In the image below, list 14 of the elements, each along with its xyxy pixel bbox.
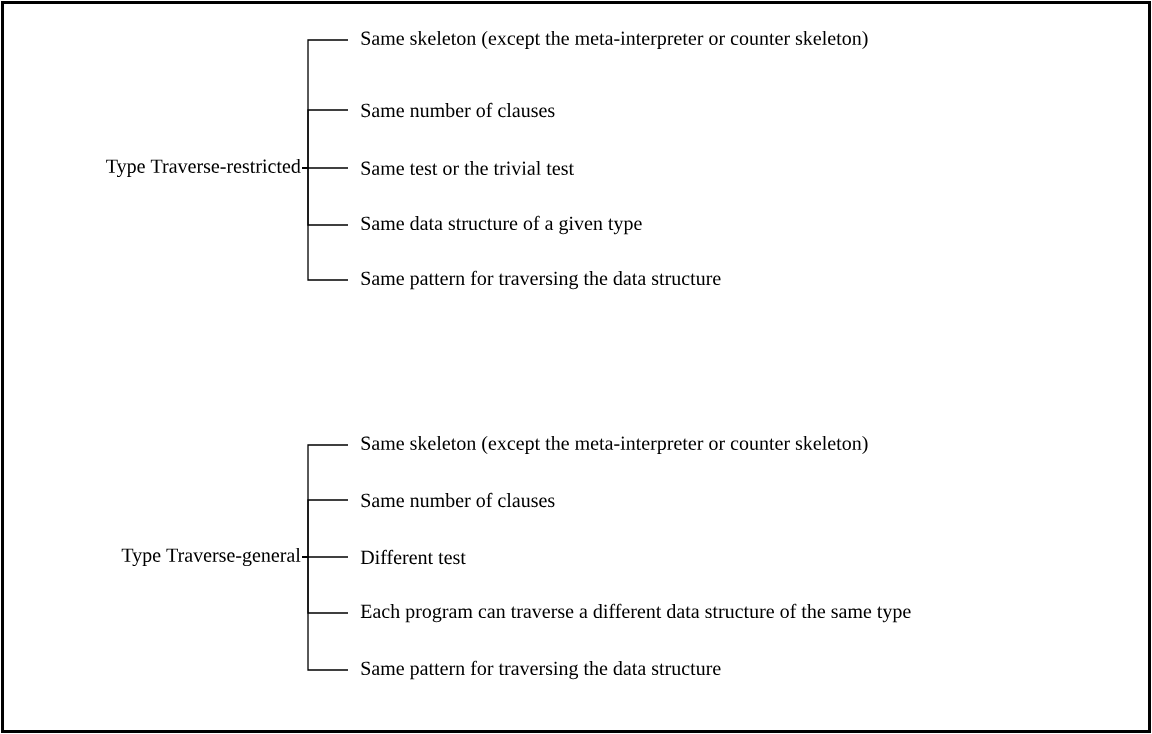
list-item: Same data structure of a given type xyxy=(361,215,642,235)
list-item: Same pattern for traversing the data structure xyxy=(361,270,721,290)
list-item: Same number of clauses xyxy=(361,102,555,118)
bracket-line xyxy=(301,556,349,671)
list-item: Same skeleton (except the meta-interpreter or counter skeleton) xyxy=(361,30,868,50)
bracket-line xyxy=(301,167,349,281)
group-label: Type Traverse-general xyxy=(121,547,301,567)
list-item: Same skeleton (except the meta-interpreter or counter skeleton) xyxy=(361,435,868,455)
list-item: Each program can traverse a different data structure of the same type xyxy=(360,603,911,623)
list-item: Different test xyxy=(360,549,466,565)
list-item: Same number of clauses xyxy=(361,492,555,508)
list-item: Same test or the trivial test xyxy=(361,160,574,176)
list-item: Same pattern for traversing the data structure xyxy=(361,660,721,680)
group-label: Type Traverse-restricted xyxy=(106,158,301,178)
